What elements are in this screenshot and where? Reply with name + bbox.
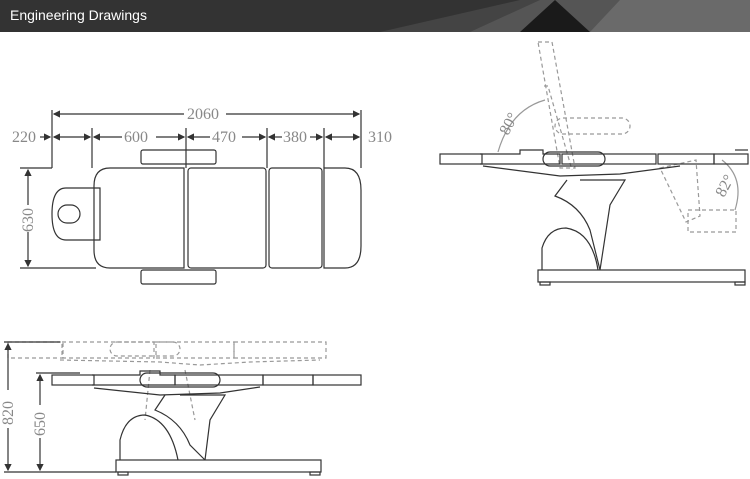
section-header: Engineering Drawings — [0, 0, 750, 32]
side-view-height-dimensions: 820 650 — [0, 401, 49, 436]
back-angle-label: 80° — [497, 110, 523, 138]
header-title: Engineering Drawings — [10, 7, 147, 23]
dimension-width: 630 — [20, 208, 37, 232]
dimension-segment-1: 220 — [12, 129, 36, 146]
side-view-tilted — [439, 41, 749, 286]
side-view-tilted-angles: 80° 82° — [497, 110, 739, 200]
engineering-drawing: 2060 220 600 470 380 310 630 — [0, 41, 749, 476]
dimension-overall-length: 2060 — [187, 106, 219, 123]
dimension-min-height: 650 — [32, 412, 49, 436]
top-view — [20, 110, 362, 285]
dimension-segment-4: 380 — [283, 129, 307, 146]
leg-angle-label: 82° — [713, 172, 739, 200]
dimension-segment-5: 310 — [368, 129, 392, 146]
dimension-segment-3: 470 — [212, 129, 236, 146]
dimension-segment-2: 600 — [124, 129, 148, 146]
top-view-dimensions: 2060 220 600 470 380 310 630 — [12, 106, 392, 232]
header-decoration — [380, 0, 750, 32]
side-view-height — [4, 341, 362, 476]
dimension-max-height: 820 — [0, 401, 17, 425]
